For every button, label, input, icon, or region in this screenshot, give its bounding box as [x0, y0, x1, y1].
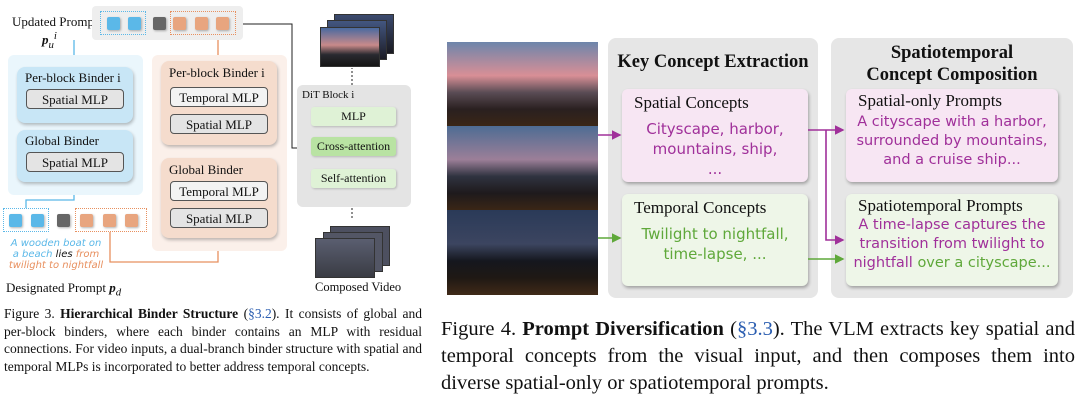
designated-prompt-symbol: p — [109, 280, 116, 295]
fig4-arrows — [598, 125, 845, 264]
caption-title: Hierarchical Binder Structure — [60, 306, 239, 321]
caption-text: The VLM extracts key spatial and tempora… — [441, 318, 1075, 394]
spatial-concepts-card: Spatial Concepts Cityscape, harbor, moun… — [622, 89, 808, 182]
global-binder-label: Global Binder — [169, 162, 244, 177]
designated-prompt-text: Designated Prompt — [6, 280, 107, 295]
caption-label: Figure 3. — [4, 306, 55, 321]
designated-prompt-tokens — [3, 208, 148, 233]
prompt-spatial-part: A wooden boat on a beach — [10, 238, 102, 260]
spatiotemporal-prompts-card: Spatiotemporal Prompts A time-lapse capt… — [846, 194, 1058, 286]
updated-prompt-symbol: p — [42, 32, 49, 48]
card-text: A cityscape with a harbor, surrounded by… — [856, 114, 1048, 168]
temporal-concepts-card: Temporal Concepts Twilight to nightfall,… — [622, 194, 808, 286]
card-title: Spatiotemporal Prompts — [858, 196, 1023, 215]
mlp-layer: MLP — [311, 107, 396, 126]
spatial-mlp: Spatial MLP — [170, 114, 268, 134]
spatial-mlp: Spatial MLP — [170, 208, 268, 228]
card-text: Twilight to nightfall, time-lapse, ... — [641, 225, 789, 263]
spatial-global-binder: Global Binder Spatial MLP — [17, 130, 133, 182]
card-text-temporal: over a cityscape... — [917, 255, 1051, 271]
section-link[interactable]: §3.3 — [736, 318, 773, 340]
spatial-mlp: Spatial MLP — [26, 89, 124, 109]
spatial-mlp: Spatial MLP — [26, 152, 124, 172]
global-binder-label: Global Binder — [25, 133, 100, 148]
section-link[interactable]: §3.2 — [248, 306, 272, 321]
updated-prompt-text: Updated Prompt — [12, 14, 98, 29]
caption-text: It consists of global and per-block bind… — [4, 306, 422, 374]
figure-3-caption: Figure 3. Hierarchical Binder Structure … — [4, 306, 422, 374]
caption-title: Prompt Diversification — [522, 318, 724, 340]
temporal-mlp: Temporal MLP — [170, 87, 268, 107]
temporal-global-binder: Global Binder Temporal MLP Spatial MLP — [161, 158, 277, 238]
prompt-verb: lies — [55, 249, 73, 260]
updated-prompt-tokens — [92, 6, 243, 40]
dit-block-label: DiT Block i — [302, 89, 355, 101]
dit-block: DiT Block i MLP Cross-attention Self-att… — [297, 85, 411, 207]
panel-title: Spatiotemporal Concept Composition — [866, 43, 1038, 85]
prompt-text: A wooden boat on a beach lies from twili… — [8, 238, 104, 271]
composed-video-label: Composed Video — [315, 280, 402, 294]
card-title: Temporal Concepts — [634, 198, 767, 217]
card-text: Cityscape, harbor, mountains, ship, ... — [646, 120, 784, 178]
temporal-branch: Per-block Binder i Temporal MLP Spatial … — [152, 55, 287, 251]
spatial-branch: Per-block Binder i Spatial MLP Global Bi… — [8, 55, 143, 195]
card-text-spatial: A time-lapse captures the transition fro… — [853, 217, 1046, 271]
caption-label: Figure 4. — [441, 318, 517, 340]
per-block-binder-label: Per-block Binder i — [169, 65, 265, 80]
panel-title: Key Concept Extraction — [617, 52, 809, 72]
cross-attention-layer: Cross-attention — [311, 137, 396, 156]
card-title: Spatial-only Prompts — [858, 91, 1003, 110]
prompt-temporal-part: from twilight to nightfall — [8, 249, 104, 271]
per-block-binder-label: Per-block Binder i — [25, 70, 121, 85]
self-attention-layer: Self-attention — [311, 169, 396, 188]
card-title: Spatial Concepts — [634, 93, 749, 112]
spatial-per-block-binder: Per-block Binder i Spatial MLP — [17, 67, 133, 123]
figure-4-caption: Figure 4. Prompt Diversification (§3.3).… — [441, 318, 1075, 394]
temporal-per-block-binder: Per-block Binder i Temporal MLP Spatial … — [161, 61, 277, 145]
spatial-only-prompts-card: Spatial-only Prompts A cityscape with a … — [846, 89, 1058, 182]
designated-prompt-label: Designated Prompt pd — [6, 280, 122, 299]
temporal-mlp: Temporal MLP — [170, 181, 268, 201]
